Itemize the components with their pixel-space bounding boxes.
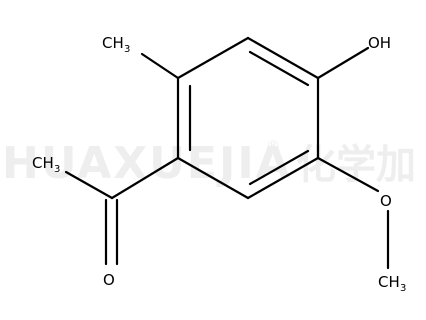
ring-bond-4: [176, 156, 250, 200]
ether-oxygen-label: O: [380, 192, 392, 210]
watermark-registered-mark: ®: [266, 138, 280, 154]
bond-to-ether-o: [316, 156, 380, 193]
ring-bond-3: [246, 156, 320, 200]
ring-bond-3-inner: [248, 149, 310, 186]
acetyl-methyl-sub: 3: [54, 164, 60, 175]
substituent-bonds: [64, 46, 390, 270]
acetyl-methyl-main: CH: [32, 154, 54, 172]
ketone-oxygen-label: O: [103, 271, 115, 289]
benzene-ring: [176, 36, 320, 200]
atom-labels: OH CH 3 CH 3 O O CH 3: [32, 34, 406, 294]
ring-bond-1: [246, 36, 320, 80]
methyl-top-main: CH: [102, 34, 124, 52]
watermark-text: HUAXUEJIA: [2, 138, 292, 189]
bond-to-oh: [316, 46, 370, 80]
ring-bond-1-inner: [248, 50, 310, 87]
acetyl-methyl-label: CH 3: [32, 154, 60, 175]
methoxy-methyl-sub: 3: [400, 283, 406, 294]
methyl-top-sub: 3: [124, 44, 130, 55]
bond-ring-to-carbonyl: [110, 156, 180, 200]
methoxy-methyl-main: CH: [378, 273, 400, 291]
methoxy-methyl-label: CH 3: [378, 273, 406, 294]
bond-carbonyl-to-methyl: [64, 170, 114, 200]
hydroxyl-label: OH: [368, 34, 391, 52]
bond-to-methyl: [140, 52, 180, 80]
watermark: HUAXUEJIA ® 化学加: [2, 138, 416, 189]
methyl-top-label: CH 3: [102, 34, 130, 55]
ring-bond-6: [176, 36, 250, 80]
watermark-cjk-text: 化学加: [296, 142, 416, 188]
